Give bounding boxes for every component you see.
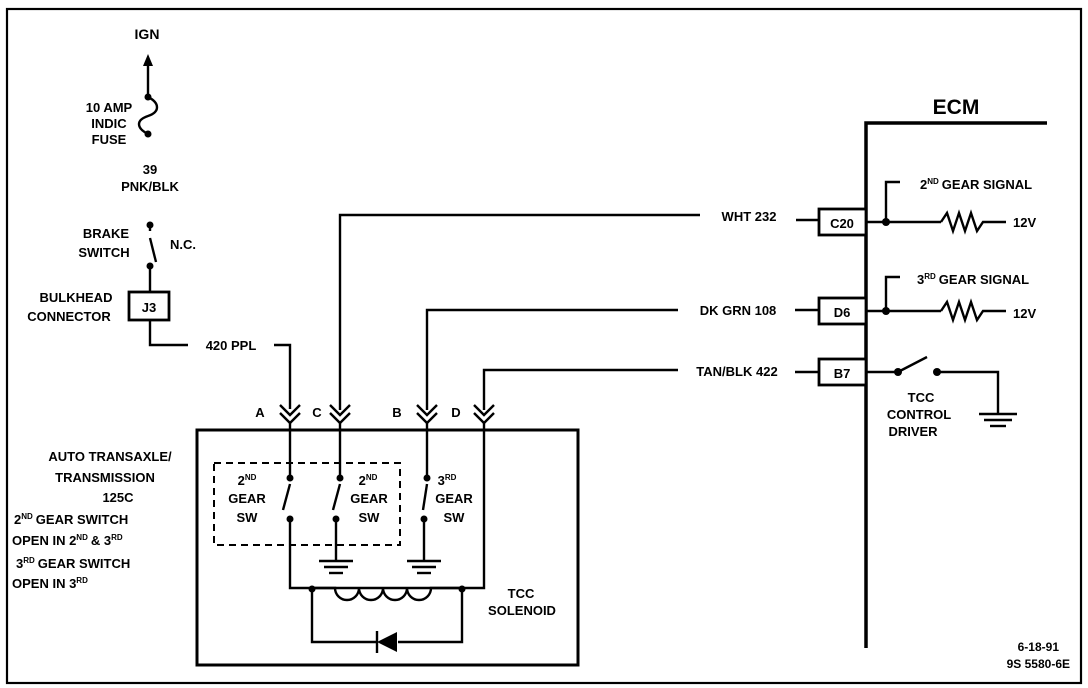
voltage-2-label: 12V [1013, 306, 1036, 321]
ground-icon-2 [407, 559, 441, 575]
transaxle-title-1: AUTO TRANSAXLE/ [48, 449, 172, 464]
bulkhead-pin-label: J3 [142, 300, 156, 315]
brake-switch-icon [146, 225, 158, 270]
ecm-pin-d6-label: D6 [834, 305, 851, 320]
switch-1-blade-icon [281, 483, 292, 511]
terminal-a-label: A [255, 405, 265, 420]
voltage-1-label: 12V [1013, 215, 1036, 230]
solenoid-label-2: SOLENOID [488, 603, 556, 618]
transaxle-model: 125C [102, 490, 134, 505]
bulkhead-label-1: BULKHEAD [40, 290, 113, 305]
wire-39-color: PNK/BLK [121, 179, 179, 194]
terminal-c-label: C [312, 405, 322, 420]
driver-label-2: CONTROL [887, 407, 951, 422]
switch-1-sw: SW [237, 510, 259, 525]
solenoid-label-1: TCC [508, 586, 535, 601]
brake-label-2: SWITCH [78, 245, 129, 260]
switch-1-gear: GEAR [228, 491, 266, 506]
switch-2-blade-icon [331, 483, 342, 511]
diode-icon [375, 631, 397, 653]
terminal-b-label: B [392, 405, 401, 420]
wire-wht232-label: WHT 232 [722, 209, 777, 224]
footer-date: 6-18-91 [1018, 640, 1060, 654]
brake-label-1: BRAKE [83, 226, 130, 241]
transaxle-note-2: OPEN IN 2ND& 3RD [12, 533, 123, 548]
fuse-icon [137, 93, 159, 138]
resistor-2-icon [940, 298, 1006, 324]
solenoid-coil-icon [312, 586, 462, 602]
diagram-frame [5, 7, 1083, 685]
second-gear-switch-group [213, 462, 401, 546]
ecm-pin-b7-label: B7 [834, 366, 851, 381]
ground-icon-1 [319, 559, 353, 575]
switch-2-sw: SW [359, 510, 381, 525]
transaxle-title-2: TRANSMISSION [55, 470, 155, 485]
brake-state-label: N.C. [170, 237, 196, 252]
fuse-label-2: INDIC [91, 116, 127, 131]
wire-420-label: 420 PPL [206, 338, 257, 353]
transaxle-box [195, 428, 580, 667]
fuse-label-1: 10 AMP [86, 100, 133, 115]
ecm-pin-b7-box [817, 357, 868, 387]
ign-arrow-icon [143, 54, 153, 96]
switch-3-blade-icon [421, 483, 429, 511]
ign-label: IGN [135, 26, 160, 42]
terminal-d-label: D [451, 405, 460, 420]
transaxle-note-4: OPEN IN 3RD [12, 576, 88, 591]
wire-dkgrn108-label: DK GRN 108 [700, 303, 777, 318]
switch-2-gear: GEAR [350, 491, 388, 506]
footer-code: 9S 5580-6E [1007, 657, 1070, 671]
ground-icon-3 [979, 412, 1017, 428]
switch-3-label: 3RD [438, 473, 457, 488]
wire-39-number: 39 [143, 162, 157, 177]
ecm-title: ECM [933, 96, 980, 119]
switch-3-gear: GEAR [435, 491, 473, 506]
bulkhead-label-2: CONNECTOR [27, 309, 111, 324]
driver-label-1: TCC [908, 390, 935, 405]
ecm-pin-c20-box [817, 207, 868, 237]
fuse-label-3: FUSE [92, 132, 127, 147]
resistor-1-icon [940, 209, 1006, 235]
ecm-pin-c20-label: C20 [830, 216, 854, 231]
driver-switch-icon [897, 355, 928, 374]
wire-tanblk422-label: TAN/BLK 422 [696, 364, 777, 379]
driver-label-3: DRIVER [888, 424, 938, 439]
switch-2-label: 2ND [359, 473, 378, 488]
switch-3-sw: SW [444, 510, 466, 525]
switch-1-label: 2ND [238, 473, 257, 488]
